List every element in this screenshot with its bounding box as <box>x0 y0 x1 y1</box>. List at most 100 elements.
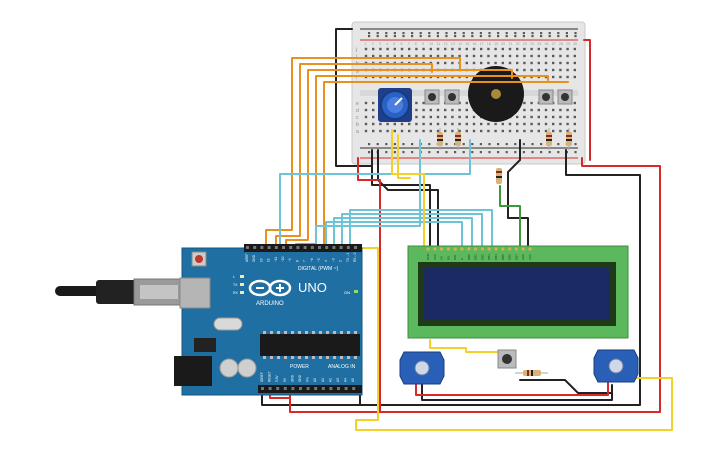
breadboard-hole <box>566 108 569 112</box>
resistor-icon <box>566 128 572 150</box>
rail-hole <box>402 143 405 146</box>
pushbutton-icon[interactable] <box>538 89 554 105</box>
chip-pin <box>347 356 350 359</box>
column-number: 28 <box>559 42 563 46</box>
rail-hole <box>540 143 543 146</box>
arduino-uno-board[interactable]: ARDUINO UNO DIGITAL (PWM ~) POWER ANALOG… <box>55 244 363 396</box>
breadboard-hole <box>436 115 440 119</box>
column-number: 5 <box>393 42 395 46</box>
breadboard-hole <box>559 68 562 72</box>
breadboard-hole <box>379 129 382 133</box>
breadboard-hole <box>451 61 454 65</box>
breadboard-hole <box>444 108 447 112</box>
breadboard-hole <box>494 47 497 51</box>
rail-hole <box>454 35 457 38</box>
breadboard-hole <box>386 129 389 133</box>
breadboard-hole <box>444 61 447 65</box>
breadboard-hole <box>530 122 533 126</box>
header-pin <box>318 246 321 249</box>
breadboard-hole <box>386 54 389 58</box>
pushbutton-icon[interactable] <box>444 89 460 105</box>
rail-hole <box>540 35 543 38</box>
rail-hole <box>531 32 534 35</box>
breadboard-hole <box>436 108 440 112</box>
breadboard-hole <box>530 129 533 133</box>
chip-pin <box>347 331 350 334</box>
digital-pin-label: 12 <box>267 258 271 262</box>
chip-pin <box>284 356 287 359</box>
lcd-pin <box>426 247 430 251</box>
breadboard-hole <box>422 129 425 133</box>
rail-hole <box>514 151 517 154</box>
pushbutton-icon[interactable] <box>557 89 573 105</box>
chip-pin <box>319 331 322 334</box>
capacitive-sensor-icon[interactable] <box>399 351 445 385</box>
rail-hole <box>402 35 405 38</box>
lcd-pin <box>487 247 491 251</box>
breadboard-hole <box>487 47 490 51</box>
power-analog-header-pins <box>261 387 356 390</box>
digital-pin-label: 13 <box>259 258 263 262</box>
row-letter: j <box>355 47 357 53</box>
rail-hole <box>436 32 439 35</box>
lcd-pin-label: LED <box>521 253 525 260</box>
power-pin-label: IOREF <box>260 372 264 382</box>
column-number: 25 <box>537 42 541 46</box>
piezo-buzzer-icon[interactable] <box>468 66 524 122</box>
breadboard-hole <box>523 61 526 65</box>
breadboard-hole <box>487 122 490 126</box>
resistor-icon <box>546 128 552 150</box>
rail-hole <box>445 151 448 154</box>
pushbutton-icon[interactable] <box>497 349 517 369</box>
header-pin <box>282 246 285 249</box>
pushbutton-icon[interactable] <box>424 89 440 105</box>
breadboard-hole <box>523 68 526 72</box>
digital-pin-label: 8 <box>295 260 299 262</box>
chip-pin <box>263 356 266 359</box>
capacitive-sensor-icon[interactable] <box>593 349 639 383</box>
breadboard-hole <box>422 108 425 112</box>
digital-pin-label: GND <box>252 254 256 262</box>
breadboard-hole <box>530 101 533 105</box>
column-number: 14 <box>458 42 462 46</box>
header-pin <box>246 246 249 249</box>
breadboard-hole <box>415 108 418 112</box>
breadboard-hole <box>508 122 512 126</box>
breadboard-hole <box>415 101 418 105</box>
power-pin-label: A0 <box>313 378 317 382</box>
lcd-pin <box>467 247 471 251</box>
breadboard-hole <box>552 47 555 51</box>
header-pin <box>354 246 357 249</box>
column-number: 3 <box>379 42 381 46</box>
chip-pin <box>354 356 357 359</box>
lcd-pin <box>521 247 525 251</box>
rail-hole <box>428 151 431 154</box>
breadboard-hole <box>436 129 440 133</box>
breadboard-hole <box>480 129 483 133</box>
breadboard-hole <box>530 108 533 112</box>
breadboard-hole <box>494 61 497 65</box>
breadboard-hole <box>523 122 526 126</box>
breadboard-hole <box>494 129 497 133</box>
breadboard-hole <box>537 47 540 51</box>
breadboard-hole <box>436 61 440 65</box>
breadboard-hole <box>537 68 540 72</box>
rail-hole <box>385 143 388 146</box>
column-number: 8 <box>415 42 417 46</box>
header-pin <box>274 246 278 249</box>
rail-hole <box>574 32 577 35</box>
chip-pin <box>312 331 315 334</box>
breadboard-hole <box>451 122 454 126</box>
rail-hole <box>479 151 482 154</box>
arduino-brand: ARDUINO <box>256 301 284 307</box>
status-led <box>240 275 244 278</box>
rail-hole <box>557 32 560 35</box>
potentiometer-icon[interactable] <box>378 88 412 122</box>
power-pin-label: 5V <box>283 377 287 382</box>
column-number: 30 <box>573 42 577 46</box>
lcd-pin <box>508 247 512 251</box>
